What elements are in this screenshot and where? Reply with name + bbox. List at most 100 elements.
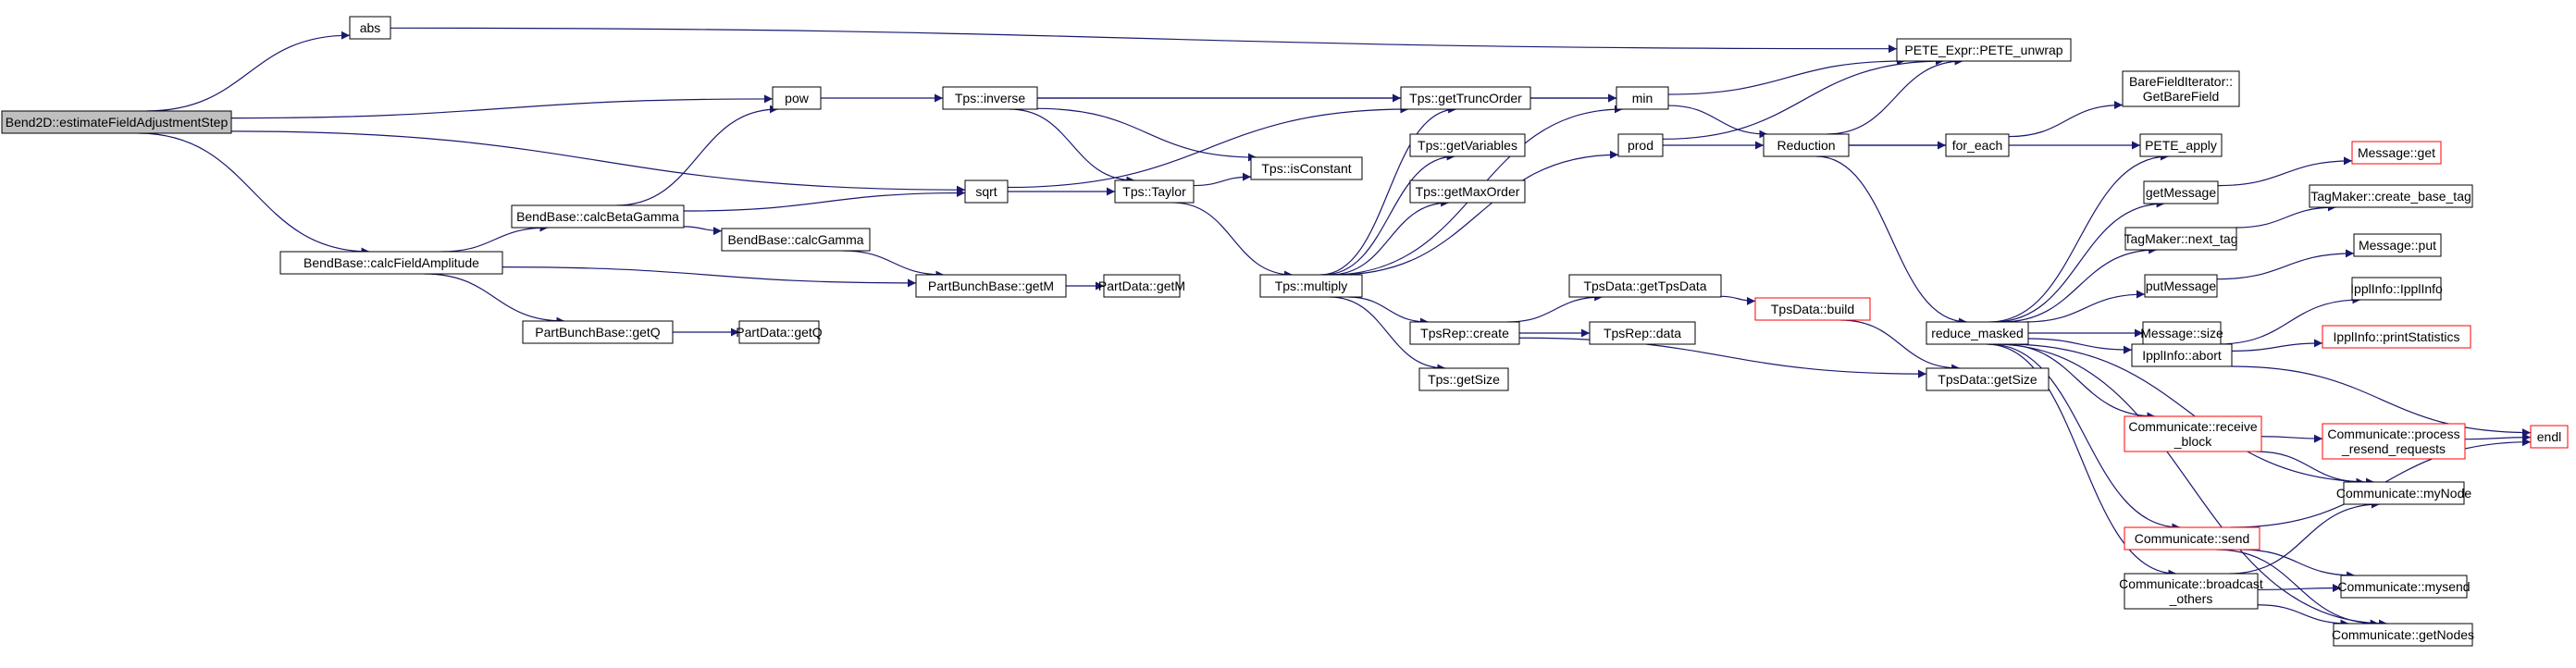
- node-tagCreate[interactable]: TagMaker::create_base_tag: [2309, 184, 2473, 208]
- node-endl[interactable]: endl: [2530, 425, 2569, 449]
- edge-calcFieldAmplitude-to-pbbGetM: [502, 266, 917, 288]
- node-tpsGetVariables[interactable]: Tps::getVariables: [1409, 133, 1526, 157]
- edge-calcFieldAmplitude-to-pbbGetQ: [424, 273, 565, 326]
- node-pdGetM[interactable]: PartData::getM: [1098, 274, 1185, 298]
- node-tpsDataBuild[interactable]: TpsData::build: [1754, 297, 1871, 321]
- node-ippPrintStats[interactable]: IpplInfo::printStatistics: [2322, 325, 2471, 349]
- node-prod[interactable]: prod: [1617, 133, 1664, 157]
- node-tpsTaylor[interactable]: Tps::Taylor: [1114, 179, 1195, 204]
- node-reduceMasked[interactable]: reduce_masked: [1926, 321, 2029, 345]
- node-box: [1400, 86, 1531, 110]
- edge-forEach-to-bareField: [2008, 100, 2124, 138]
- edge-commReceiveBlock-to-commMyNode: [2255, 451, 2365, 487]
- node-commGetNodes[interactable]: Communicate::getNodes: [2332, 623, 2474, 647]
- node-ippAbort[interactable]: IpplInfo::abort: [2131, 343, 2233, 367]
- node-sqrt[interactable]: sqrt: [964, 179, 1009, 204]
- node-commBroadcast[interactable]: Communicate::broadcast_others: [2119, 573, 2263, 610]
- node-bareField[interactable]: BareFieldIterator::GetBareField: [2122, 70, 2240, 107]
- node-tpsRepData[interactable]: TpsRep::data: [1589, 321, 1696, 345]
- node-box: [1, 110, 232, 134]
- node-label: PartBunchBase::getQ: [535, 325, 661, 340]
- node-commReceiveBlock[interactable]: Communicate::receive_block: [2124, 415, 2262, 452]
- node-box: [2124, 227, 2237, 251]
- node-min[interactable]: min: [1616, 86, 1669, 110]
- node-box: [1926, 321, 2029, 345]
- node-tpsIsConstant[interactable]: Tps::isConstant: [1250, 156, 1363, 180]
- node-messagePut[interactable]: Message::put: [2353, 233, 2442, 257]
- node-label: pow: [785, 91, 810, 105]
- node-tpsGetMaxOrder[interactable]: Tps::getMaxOrder: [1409, 179, 1526, 204]
- node-label: GetBareField: [2143, 89, 2219, 104]
- node-pbbGetQ[interactable]: PartBunchBase::getQ: [522, 320, 674, 344]
- node-pbbGetM[interactable]: PartBunchBase::getM: [915, 274, 1067, 298]
- node-label: IpplInfo::printStatistics: [2334, 329, 2460, 344]
- edge-tpsMultiply-to-tpsGetVariables: [1323, 152, 1455, 276]
- node-label: Tps::getTruncOrder: [1409, 91, 1522, 105]
- node-calcGamma[interactable]: BendBase::calcGamma: [721, 228, 871, 252]
- edge-tpsInverse-to-tpsIsConstant: [1036, 107, 1257, 162]
- node-label: Tps::multiply: [1275, 278, 1348, 293]
- node-label: for_each: [1952, 138, 2002, 153]
- node-box: [2343, 481, 2465, 505]
- node-tpsInverse[interactable]: Tps::inverse: [942, 86, 1038, 110]
- node-label: reduce_masked: [1931, 326, 2024, 340]
- node-commSend[interactable]: Communicate::send: [2124, 526, 2260, 550]
- node-box: [2340, 575, 2468, 599]
- node-box: [1409, 133, 1526, 157]
- node-box: [1568, 274, 1722, 298]
- node-commProcessResend[interactable]: Communicate::process_resend_requests: [2322, 423, 2466, 460]
- node-label: getMessage: [2146, 185, 2216, 200]
- node-pdGetQ[interactable]: PartData::getQ: [736, 320, 823, 344]
- node-tpsGetTruncOrder[interactable]: Tps::getTruncOrder: [1400, 86, 1531, 110]
- edge-tpsDataGetTpsData-to-tpsDataBuild: [1720, 295, 1756, 305]
- node-getMessage[interactable]: getMessage: [2143, 180, 2219, 204]
- node-peteUnwrap[interactable]: PETE_Expr::PETE_unwrap: [1896, 38, 2072, 62]
- node-messageGet[interactable]: Message::get: [2351, 141, 2442, 165]
- edge-min-to-peteUnwrap: [1667, 56, 1905, 95]
- node-box: [2353, 233, 2442, 257]
- node-box: [1418, 367, 1509, 391]
- node-tpsDataGetTpsData[interactable]: TpsData::getTpsData: [1568, 274, 1722, 298]
- node-tagNext[interactable]: TagMaker::next_tag: [2124, 227, 2238, 251]
- node-tpsRepCreate[interactable]: TpsRep::create: [1409, 321, 1520, 345]
- node-box: [964, 179, 1009, 204]
- node-commMysend[interactable]: Communicate::mysend: [2337, 575, 2471, 599]
- node-reduction[interactable]: Reduction: [1763, 133, 1850, 157]
- node-box: [1945, 133, 2010, 157]
- edge-reduceMasked-to-commSend: [1988, 343, 2181, 532]
- node-tpsMultiply[interactable]: Tps::multiply: [1259, 274, 1363, 298]
- node-box: [2124, 415, 2262, 452]
- node-label: TpsRep::create: [1420, 326, 1509, 340]
- node-box: [2131, 343, 2233, 367]
- node-putMessage[interactable]: putMessage: [2144, 274, 2218, 298]
- node-tpsDataGetSize[interactable]: TpsData::getSize: [1926, 367, 2050, 391]
- node-peteApply[interactable]: PETE_apply: [2139, 133, 2223, 157]
- edge-reduceMasked-to-peteApply: [1988, 152, 2170, 323]
- node-abs[interactable]: abs: [349, 16, 391, 40]
- node-calcBetaGamma[interactable]: BendBase::calcBetaGamma: [511, 204, 685, 229]
- node-commMyNode[interactable]: Communicate::myNode: [2336, 481, 2471, 505]
- node-box: [2122, 70, 2240, 107]
- edge-tpsMultiply-to-tpsGetMaxOrder: [1329, 198, 1450, 276]
- node-messageSize[interactable]: Message::size: [2140, 321, 2223, 345]
- node-pow[interactable]: pow: [772, 86, 822, 110]
- node-label: Communicate::mysend: [2337, 579, 2470, 594]
- node-box: [772, 86, 822, 110]
- node-root[interactable]: Bend2D::estimateFieldAdjustmentStep: [1, 110, 232, 134]
- node-label: Tps::getVariables: [1418, 138, 1517, 153]
- node-calcFieldAmplitude[interactable]: BendBase::calcFieldAmplitude: [279, 251, 503, 275]
- edge-tpsInverse-to-tpsTaylor: [1009, 108, 1135, 185]
- node-forEach[interactable]: for_each: [1945, 133, 2010, 157]
- edge-sqrt-to-tpsGetTruncOrder: [1007, 105, 1409, 189]
- node-tpsGetSize[interactable]: Tps::getSize: [1418, 367, 1509, 391]
- node-ippInfo[interactable]: IpplInfo::IpplInfo: [2350, 277, 2443, 301]
- edge-reduceMasked-to-commBroadcast: [1986, 343, 2177, 578]
- edge-tagNext-to-tagCreate: [2235, 203, 2336, 229]
- node-box: [1617, 133, 1664, 157]
- node-label: Communicate::myNode: [2336, 486, 2471, 501]
- node-box: [2322, 325, 2471, 349]
- node-box: [2333, 623, 2473, 647]
- node-label: PartData::getM: [1098, 278, 1185, 293]
- edge-root-to-calcFieldAmplitude: [138, 132, 370, 256]
